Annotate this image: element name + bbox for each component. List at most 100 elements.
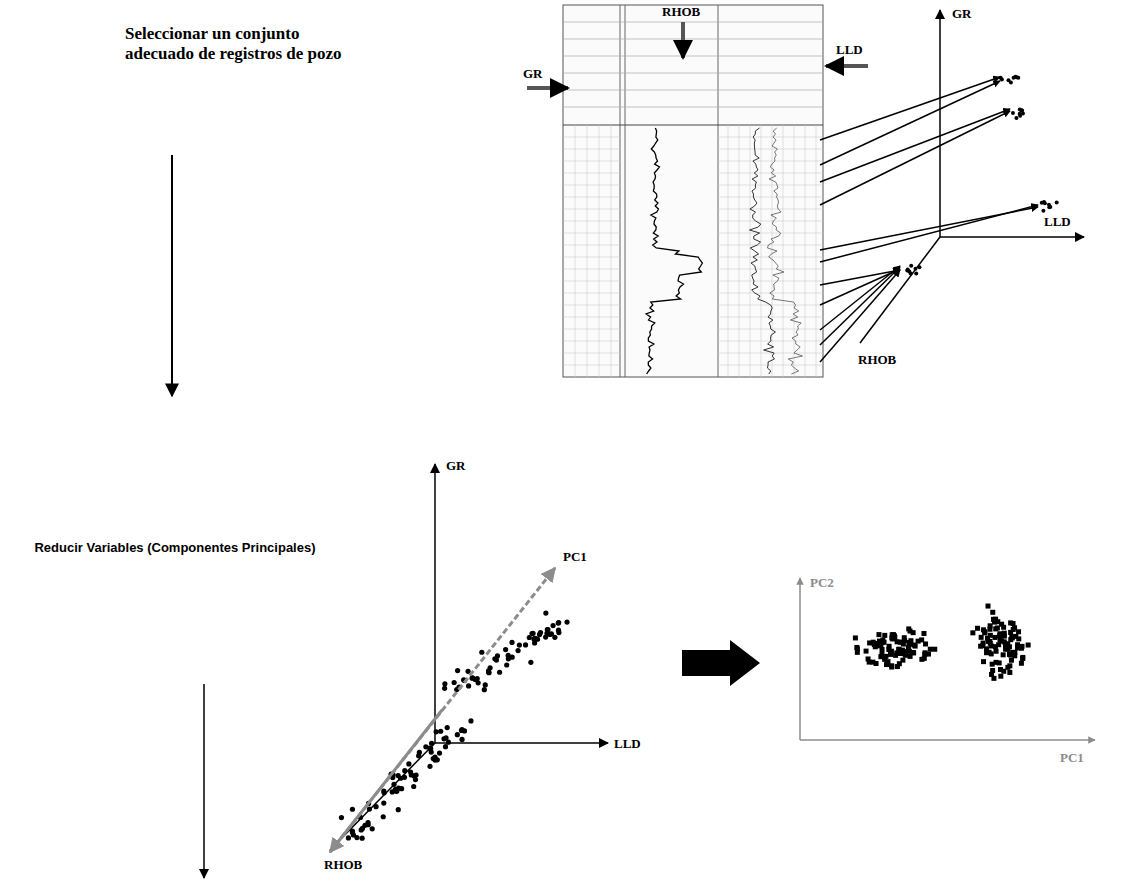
data-point [1011,621,1016,626]
transform-arrow [682,640,760,686]
data-point [854,645,859,650]
pc1-axis [330,710,442,852]
data-point [864,649,869,654]
axis-label: RHOB [858,352,896,368]
data-point [543,611,548,616]
axis-label: PC1 [1060,750,1084,766]
data-point [402,768,407,773]
axis-label: PC1 [563,549,587,565]
data-point [396,807,401,812]
data-point [890,636,895,641]
data-point [432,755,437,760]
step-label: Reducir Variables (Componentes Principal… [25,540,325,556]
data-point [887,644,892,649]
data-point [362,823,367,828]
mapping-line [820,205,1038,262]
data-point [396,786,401,791]
data-point [530,631,535,636]
flow-arrow [171,155,173,396]
data-point [373,804,378,809]
axes-3d [330,464,608,850]
data-point [922,656,927,661]
data-point [970,630,975,635]
data-point [897,661,902,666]
mapping-line [820,270,900,362]
data-point [991,617,996,622]
mapping-line [820,269,900,305]
data-point [504,662,509,667]
data-point [442,686,447,691]
data-point [1001,669,1006,674]
data-point [523,642,528,647]
data-point [370,826,375,831]
mapping-line [820,111,1010,205]
data-point [417,750,422,755]
data-point [1047,203,1051,207]
mapping-line [820,266,900,330]
data-point [919,637,924,642]
data-point [428,746,433,751]
data-point [1014,116,1018,120]
data-point [497,670,502,675]
data-point [990,668,995,673]
data-point [455,668,460,673]
data-point [981,641,986,646]
data-point [1016,636,1021,641]
data-point [367,806,372,811]
data-point [434,729,439,734]
data-point [998,674,1003,679]
data-point [1009,658,1014,663]
data-point [1008,651,1013,656]
data-point [909,264,913,268]
axis-label: GR [446,458,466,474]
data-point [888,652,893,657]
data-point [917,265,921,269]
data-point [928,647,933,652]
well-log [563,5,823,377]
data-point [427,746,432,751]
data-point [1020,109,1024,113]
data-point [476,680,481,685]
data-point [1019,108,1023,112]
axis-label: PC2 [810,575,834,591]
data-point [871,640,876,645]
data-point [564,619,569,624]
data-point [486,670,491,675]
log-label: RHOB [662,4,700,20]
data-point [1012,653,1017,658]
data-point [853,635,858,640]
data-point [429,741,434,746]
data-point [381,814,386,819]
data-point [1002,631,1007,636]
axis-label: RHOB [324,857,362,873]
log-label: GR [523,66,543,82]
data-point [986,604,991,609]
data-point [427,764,432,769]
data-point [901,642,906,647]
data-point [538,630,543,635]
data-point [894,650,899,655]
data-point [413,772,418,777]
data-point [994,660,999,665]
data-point [921,631,926,636]
data-point [1041,209,1045,213]
data-point [402,775,407,780]
axis-label: GR [952,6,972,22]
data-point [913,644,918,649]
data-point [488,665,493,670]
data-point [437,750,442,755]
data-point [993,644,998,649]
data-point [855,650,860,655]
data-point [1011,111,1015,115]
data-point [975,626,980,631]
data-point [914,267,918,271]
data-point [506,656,511,661]
step-label: Seleccionar un conjunto adecuado de regi… [125,24,357,65]
data-point [396,773,401,778]
data-point [360,836,365,841]
data-point [438,729,443,734]
data-point [911,630,916,635]
data-point [452,680,457,685]
data-point [914,271,918,275]
